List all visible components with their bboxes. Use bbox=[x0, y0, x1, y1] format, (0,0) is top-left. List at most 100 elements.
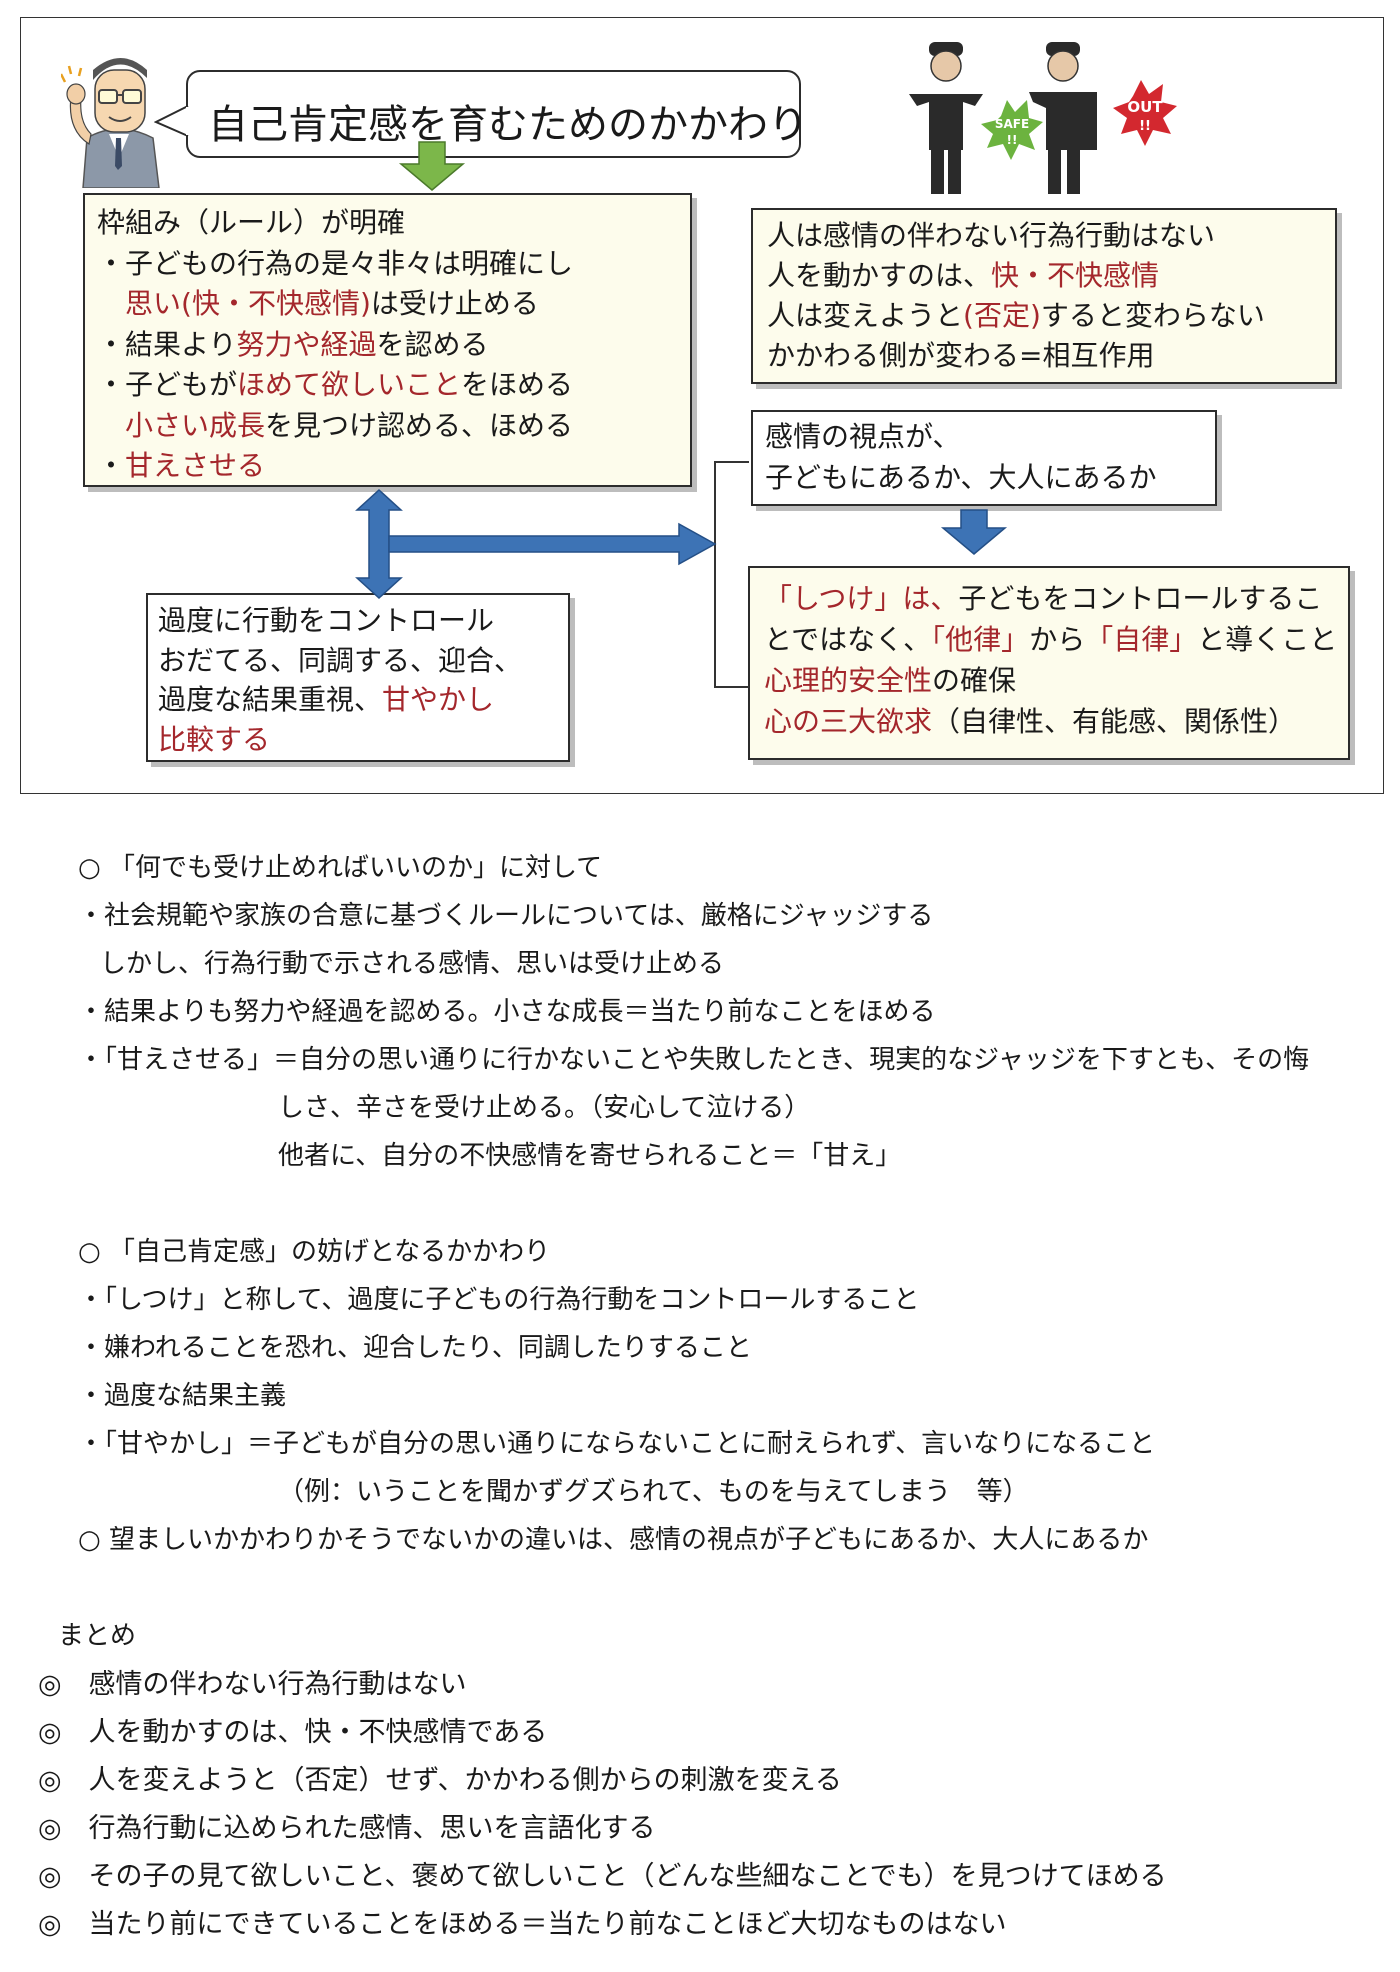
section1-line-4: ・「甘えさせる」＝自分の思い通りに行かないことや失敗したとき、現実的なジャッジを… bbox=[78, 1045, 1310, 1075]
line-text: おだてる、同調する、迎合、 bbox=[158, 643, 523, 677]
framework-heading: 枠組み（ルール）が明確 bbox=[97, 206, 406, 239]
line-text: （自律性、有能感、関係性） bbox=[932, 705, 1297, 738]
box-line: 過度に行動をコントロール bbox=[158, 601, 522, 641]
line-text: 子どもにあるか、大人にあるか bbox=[765, 461, 1157, 494]
highlight-text: 甘えさせる bbox=[125, 449, 266, 482]
highlight-text: 小さい成長 bbox=[125, 408, 266, 442]
highlight-text: 比較する bbox=[158, 722, 271, 756]
emotion-principles-box: 人は感情の伴わない行為行動はない人を動かすのは、快・不快感情人は変えようと(否定… bbox=[751, 208, 1337, 384]
box-line: 感情の視点が、 bbox=[765, 416, 1156, 457]
box-line: 心の三大欲求（自律性、有能感、関係性） bbox=[764, 701, 1337, 742]
safe-badge-marks: !! bbox=[1007, 133, 1018, 147]
highlight-text: 「自律」 bbox=[1085, 623, 1198, 656]
line-text: ・子どもの行為の是々非々は明確にし bbox=[97, 246, 574, 280]
box-line: 「しつけ」は、子どもをコントロールするこ bbox=[764, 578, 1337, 619]
box-line: 心理的安全性の確保 bbox=[764, 660, 1337, 701]
line-text: 過度な結果重視、 bbox=[158, 683, 383, 716]
box-line: 思い(快・不快感情)は受け止める bbox=[97, 284, 573, 325]
emotion-lines: 人は感情の伴わない行為行動はない人を動かすのは、快・不快感情人は変えようと(否定… bbox=[767, 216, 1265, 376]
highlight-text: 快・不快感情 bbox=[991, 259, 1160, 292]
line-text: とではなく、 bbox=[764, 623, 932, 656]
page-title: 自己肯定感を育むためのかかわり bbox=[208, 102, 808, 148]
control-lines: 過度に行動をコントロールおだてる、同調する、迎合、過度な結果重視、甘やかし比較す… bbox=[158, 601, 522, 759]
highlight-text: (否定) bbox=[963, 299, 1041, 332]
section2-line-2: ・嫌われることを恐れ、迎合したり、同調したりすること bbox=[78, 1333, 752, 1363]
summary-item-4: ◎ 行為行動に込められた感情、思いを言語化する bbox=[38, 1813, 656, 1844]
line-text: かかわる側が変わる=相互作用 bbox=[767, 339, 1155, 372]
summary-item-2: ◎ 人を動かすのは、快・不快感情である bbox=[38, 1717, 548, 1748]
line-text: 過度に行動をコントロール bbox=[158, 604, 495, 637]
summary-heading: まとめ bbox=[58, 1621, 137, 1651]
section1-line-6: 他者に、自分の不快感情を寄せられること＝「甘え」 bbox=[278, 1141, 902, 1171]
highlight-text: 努力や経過 bbox=[236, 327, 377, 361]
summary-item-1: ◎ 感情の伴わない行為行動はない bbox=[38, 1669, 467, 1700]
box-line: 人は感情の伴わない行為行動はない bbox=[767, 216, 1265, 256]
line-text: ・ bbox=[97, 449, 126, 482]
framework-box: 枠組み（ルール）が明確 ・子どもの行為の是々非々は明確にし 思い(快・不快感情)… bbox=[83, 193, 692, 487]
speech-bubble-tail bbox=[154, 105, 190, 137]
box-line: かかわる側が変わる=相互作用 bbox=[767, 336, 1265, 376]
line-text: は受け止める bbox=[370, 287, 539, 320]
section2-line-3: ・過度な結果主義 bbox=[78, 1381, 287, 1411]
section2-line-5: （例：いうことを聞かずグズられて、ものを与えてしまう 等） bbox=[278, 1477, 1029, 1507]
discipline-lines: 「しつけ」は、子どもをコントロールすることではなく、「他律」から「自律」と導くこ… bbox=[764, 578, 1337, 742]
summary-item-6: ◎ 当たり前にできていることをほめる＝当たり前なことほど大切なものはない bbox=[38, 1909, 1007, 1940]
section2-line-6: ○ 望ましいかかわりかそうでないかの違いは、感情の視点が子どもにあるか、大人にあ… bbox=[78, 1525, 1149, 1555]
viewpoint-lines: 感情の視点が、子どもにあるか、大人にあるか bbox=[765, 416, 1156, 498]
highlight-text: 心の三大欲求 bbox=[764, 705, 933, 738]
box-line: ・子どもの行為の是々非々は明確にし bbox=[97, 244, 573, 285]
line-text: ・結果より bbox=[97, 327, 237, 361]
line-text: 子どもをコントロールするこ bbox=[958, 582, 1323, 615]
safe-badge-label: SAFE bbox=[995, 117, 1029, 131]
line-text: 人は変えようと bbox=[767, 299, 964, 332]
highlight-text: 思い(快・不快感情) bbox=[125, 287, 371, 320]
line-text: 人を動かすのは、 bbox=[767, 259, 992, 292]
box-line: 子どもにあるか、大人にあるか bbox=[765, 457, 1156, 498]
box-line: ・甘えさせる bbox=[97, 446, 573, 487]
bracket-connector bbox=[714, 461, 749, 688]
framework-lines: ・子どもの行為の是々非々は明確にし 思い(快・不快感情)は受け止める・結果より努… bbox=[97, 244, 573, 487]
line-text: 人は感情の伴わない行為行動はない bbox=[767, 219, 1216, 252]
line-text: ・子どもが bbox=[97, 368, 238, 401]
section1-line-3: ・結果よりも努力や経過を認める。小さな成長＝当たり前なことをほめる bbox=[78, 997, 936, 1027]
referee-illustration: SAFE !! OUT !! bbox=[909, 42, 1177, 194]
green-down-arrow bbox=[398, 141, 466, 191]
line-text: から bbox=[1029, 623, 1086, 656]
section2-line-1: ・「しつけ」と称して、過度に子どもの行為行動をコントロールすること bbox=[78, 1285, 920, 1315]
title-bubble: 自己肯定感を育むためのかかわり bbox=[186, 70, 808, 158]
line-text: を見つけ認める、ほめる bbox=[265, 408, 574, 442]
highlight-text: 甘やかし bbox=[382, 683, 495, 716]
section2-heading: ○ 「自己肯定感」の妨げとなるかかわり bbox=[78, 1237, 551, 1267]
section2-line-4: ・「甘やかし」＝子どもが自分の思い通りにならないことに耐えられず、言いなりになる… bbox=[78, 1429, 1156, 1459]
blue-bidirectional-arrows bbox=[355, 488, 717, 600]
highlight-text: 「他律」 bbox=[931, 623, 1030, 656]
section1-line-1: ・社会規範や家族の合意に基づくルールについては、厳格にジャッジする bbox=[78, 901, 934, 931]
box-line: とではなく、「他律」から「自律」と導くこと bbox=[764, 619, 1337, 660]
box-line: 小さい成長を見つけ認める、ほめる bbox=[97, 406, 573, 447]
box-line: 人を動かすのは、快・不快感情 bbox=[767, 256, 1265, 296]
highlight-text: 心理的安全性 bbox=[764, 664, 933, 697]
line-text: をほめる bbox=[461, 368, 574, 401]
summary-item-3: ◎ 人を変えようと（否定）せず、かかわる側からの刺激を変える bbox=[38, 1765, 842, 1796]
line-text: を認める bbox=[376, 327, 489, 361]
over-control-box: 過度に行動をコントロールおだてる、同調する、迎合、過度な結果重視、甘やかし比較す… bbox=[146, 593, 570, 762]
teacher-illustration bbox=[61, 58, 160, 188]
out-badge-marks: !! bbox=[1139, 119, 1151, 134]
highlight-text: 「しつけ」は、 bbox=[764, 582, 959, 615]
line-text: 感情の視点が、 bbox=[765, 420, 961, 453]
highlight-text: ほめて欲しいこと bbox=[237, 368, 462, 401]
box-line: ・子どもがほめて欲しいことをほめる bbox=[97, 365, 573, 406]
box-line: 人は変えようと(否定)すると変わらない bbox=[767, 296, 1265, 336]
box-line: 比較する bbox=[158, 720, 522, 760]
section1-heading: ○ 「何でも受け止めればいいのか」に対して bbox=[78, 853, 603, 883]
section1-line-2: しかし、行為行動で示される感情、思いは受け止める bbox=[100, 949, 725, 979]
box-line: 過度な結果重視、甘やかし bbox=[158, 680, 522, 720]
summary-item-5: ◎ その子の見て欲しいこと、褒めて欲しいこと（どんな些細なことでも）を見つけてほ… bbox=[38, 1861, 1167, 1892]
box-line: おだてる、同調する、迎合、 bbox=[158, 641, 522, 681]
blue-down-arrow bbox=[940, 509, 1008, 555]
discipline-box: 「しつけ」は、子どもをコントロールすることではなく、「他律」から「自律」と導くこ… bbox=[748, 566, 1350, 760]
line-text: すると変わらない bbox=[1040, 299, 1265, 332]
line-text: と導くこと bbox=[1197, 623, 1338, 656]
section1-line-5: しさ、辛さを受け止める。（安心して泣ける） bbox=[278, 1093, 811, 1123]
